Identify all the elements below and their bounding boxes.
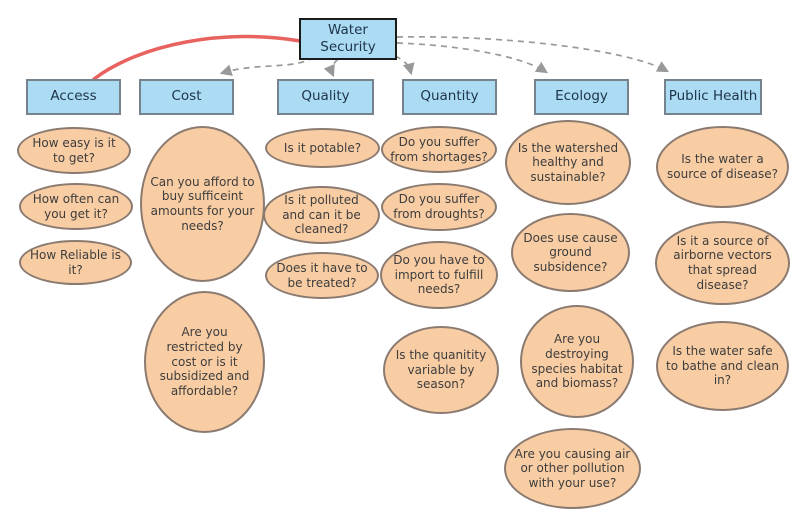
root-node-water-security[interactable]: Water Security [299, 18, 397, 60]
link-water-security-ecology [396, 42, 548, 74]
branch-node-quantity[interactable]: Quantity [402, 79, 497, 115]
question-node-quantity-2[interactable]: Do you suffer from droughts? [381, 183, 497, 231]
question-node-public-health-1[interactable]: Is the water a source of disease? [656, 126, 789, 208]
question-node-ecology-4[interactable]: Are you causing air or other pollution w… [504, 428, 641, 509]
branch-node-ecology[interactable]: Ecology [534, 79, 629, 115]
link-water-security-public-health [396, 35, 670, 73]
question-node-quality-3[interactable]: Does it have to be treated? [265, 252, 379, 299]
branch-node-access[interactable]: Access [26, 79, 121, 115]
branch-node-cost[interactable]: Cost [139, 79, 234, 115]
branch-node-public-health[interactable]: Public Health [664, 79, 762, 115]
branch-node-quality[interactable]: Quality [277, 79, 374, 115]
question-node-access-3[interactable]: How Reliable is it? [19, 240, 132, 285]
question-node-quality-1[interactable]: Is it potable? [265, 128, 380, 168]
question-node-quality-2[interactable]: Is it polluted and can it be cleaned? [263, 186, 380, 244]
question-node-public-health-3[interactable]: Is the water safe to bathe and clean in? [656, 321, 789, 411]
link-water-security-cost [219, 56, 315, 76]
question-node-cost-1[interactable]: Can you afford to buy sufficeint amounts… [140, 126, 265, 282]
question-node-quantity-4[interactable]: Is the quanitity variable by season? [383, 326, 499, 414]
question-node-quantity-3[interactable]: Do you have to import to fulfill needs? [380, 241, 498, 309]
link-water-security-quantity [394, 55, 415, 76]
question-node-ecology-1[interactable]: Is the watershed healthy and sustainable… [505, 120, 631, 205]
question-node-public-health-2[interactable]: Is it a source of airborne vectors that … [655, 221, 790, 305]
question-node-cost-2[interactable]: Are you restricted by cost or is it subs… [144, 291, 265, 433]
question-node-ecology-2[interactable]: Does use cause ground subsidence? [511, 213, 630, 292]
question-node-access-1[interactable]: How easy is it to get? [17, 127, 131, 174]
link-water-security-quality [323, 58, 339, 78]
question-node-quantity-1[interactable]: Do you suffer from shortages? [381, 126, 497, 173]
question-node-ecology-3[interactable]: Are you destroying species habitat and b… [520, 305, 634, 418]
question-node-access-2[interactable]: How often can you get it? [19, 183, 133, 230]
link-water-security-access [92, 34, 302, 81]
